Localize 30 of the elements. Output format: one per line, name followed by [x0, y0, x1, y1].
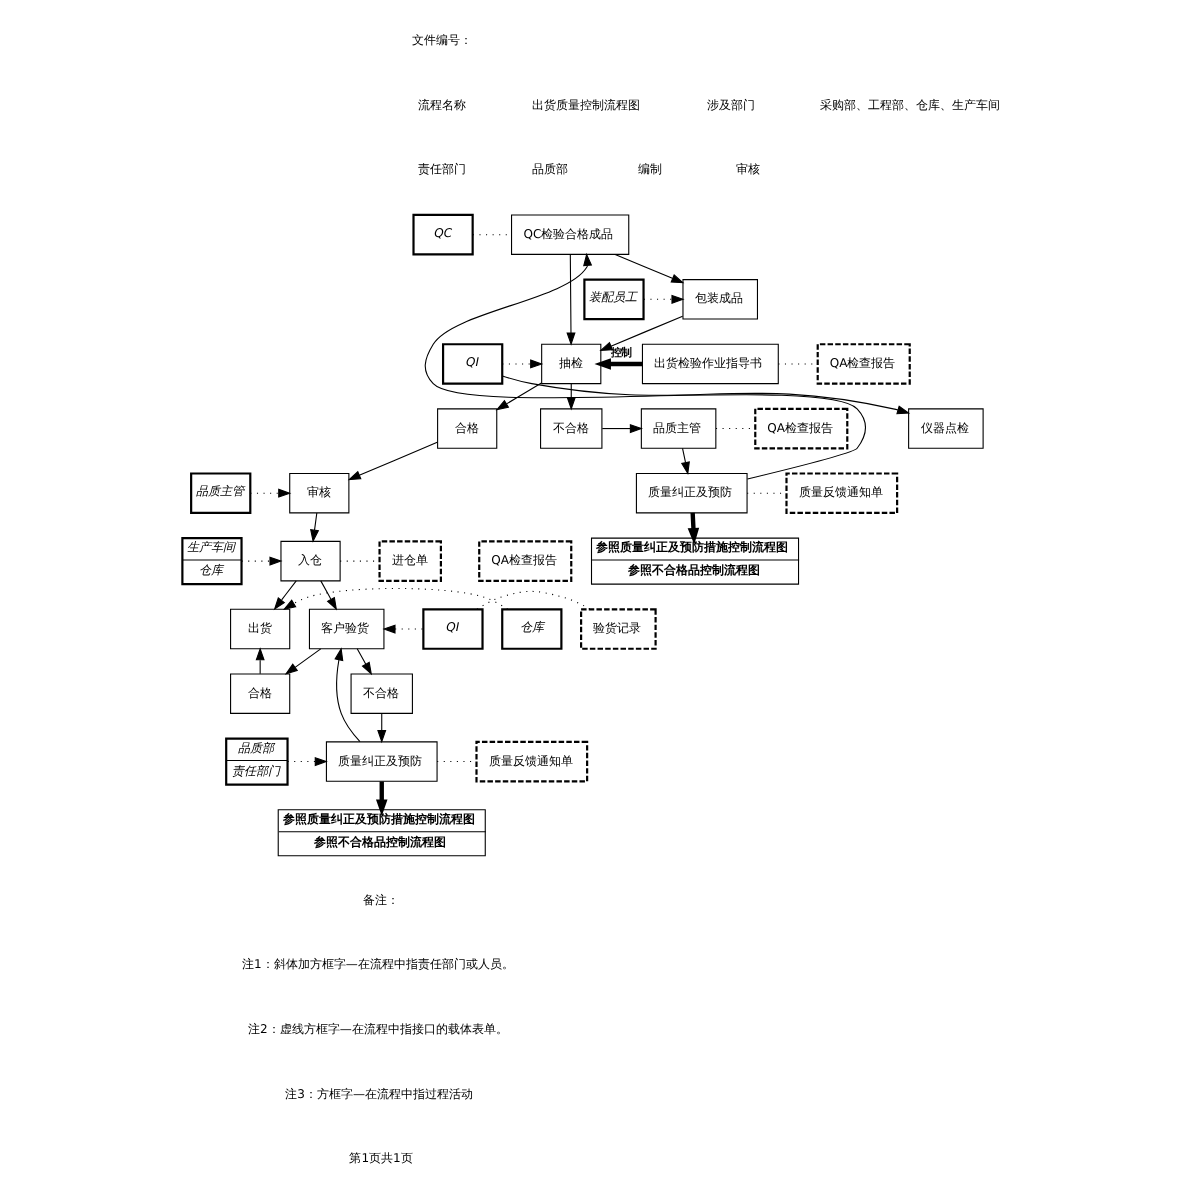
connector	[339, 560, 380, 562]
arrow	[320, 580, 338, 611]
arrow	[680, 447, 690, 475]
arrow	[643, 294, 685, 304]
arrow	[347, 441, 438, 481]
arrow	[501, 375, 911, 415]
arrow	[495, 382, 542, 411]
arrow	[382, 624, 424, 634]
arrow	[273, 580, 297, 611]
arrow	[424, 252, 867, 480]
connector	[715, 428, 756, 430]
arrow	[377, 712, 387, 744]
connector	[436, 761, 477, 763]
arrow	[255, 647, 265, 675]
arrow	[501, 359, 544, 369]
connector	[746, 492, 787, 494]
arrow	[599, 315, 684, 352]
arrow	[287, 756, 328, 767]
arrow	[601, 423, 643, 434]
arrow	[566, 254, 576, 346]
arrow	[375, 781, 388, 817]
arrow	[356, 648, 373, 676]
arrow	[594, 358, 643, 370]
arrow	[334, 647, 361, 743]
arrow	[249, 488, 292, 498]
arrow	[310, 512, 320, 543]
arrow	[284, 648, 322, 675]
arrow	[614, 253, 685, 284]
arrow	[241, 556, 283, 566]
arrow	[282, 587, 509, 611]
